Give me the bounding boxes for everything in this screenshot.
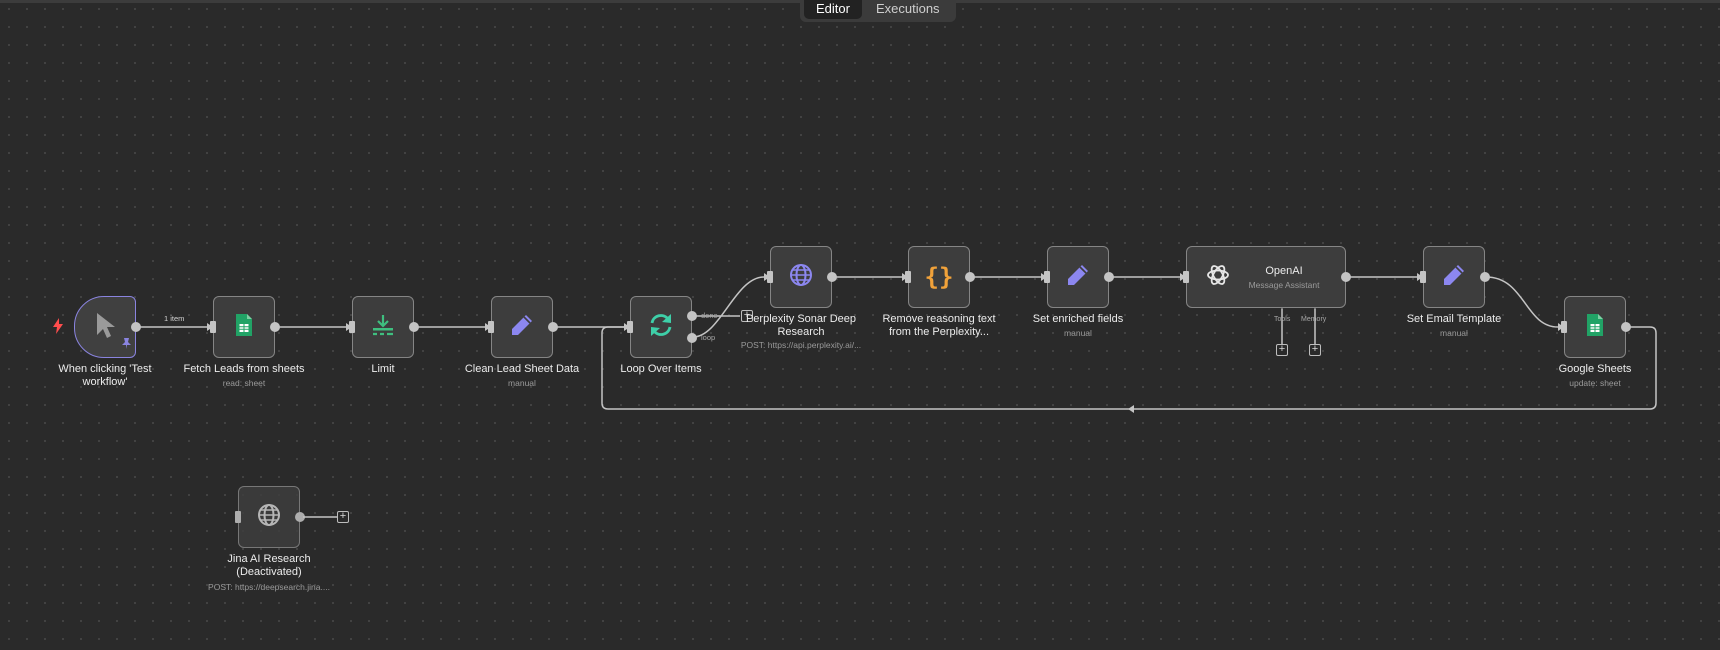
google-sheets-icon	[235, 313, 253, 342]
node-set-email-template[interactable]	[1420, 246, 1490, 308]
node-label-loop: Loop Over Items	[620, 363, 702, 375]
globe-icon	[256, 502, 282, 533]
perplexity-output-port[interactable]	[827, 272, 837, 282]
node-loop-over-items[interactable]	[627, 296, 697, 358]
tab-executions[interactable]: Executions	[875, 1, 940, 16]
node-sub-gsheets: update: sheet	[1569, 378, 1621, 388]
jina-input-port[interactable]	[235, 511, 241, 523]
loop-loop-port[interactable]	[687, 333, 697, 343]
bolt-icon	[52, 318, 64, 339]
template-input-port[interactable]	[1420, 271, 1426, 283]
pencil-icon	[1441, 262, 1467, 293]
node-clean-lead-data[interactable]	[488, 296, 558, 358]
pin-icon	[122, 336, 131, 354]
add-tool-button[interactable]: +	[1276, 344, 1288, 356]
openai-sub: Message Assistant	[1248, 280, 1320, 290]
edge-label-items: 1 item	[164, 314, 185, 323]
trigger-output-port[interactable]	[131, 322, 141, 332]
perplexity-input-port[interactable]	[767, 271, 773, 283]
openai-memory-label: Memory	[1301, 316, 1327, 323]
node-label-remove: Remove reasoning text from the Perplexit…	[882, 313, 996, 338]
openai-tools-label: Tools	[1274, 316, 1291, 323]
add-memory-button[interactable]: +	[1309, 344, 1321, 356]
node-openai-assistant[interactable]: OpenAI Message Assistant	[1183, 246, 1351, 308]
node-sub-perplexity: POST: https://api.perplexity.ai/...	[740, 340, 862, 350]
node-label-template: Set Email Template	[1406, 313, 1502, 325]
node-limit[interactable]	[349, 296, 419, 358]
node-manual-trigger[interactable]	[74, 296, 141, 358]
add-after-jina-button[interactable]: +	[337, 511, 349, 523]
limit-input-port[interactable]	[349, 321, 355, 333]
node-remove-reasoning[interactable]: {}	[905, 246, 975, 308]
view-tabs: Editor Executions	[800, 0, 956, 22]
node-sub-jina: POST: https://deepsearch.jina....	[208, 582, 330, 592]
template-output-port[interactable]	[1480, 272, 1490, 282]
remove-output-port[interactable]	[965, 272, 975, 282]
tab-editor[interactable]: Editor	[804, 0, 862, 19]
clean-input-port[interactable]	[488, 321, 494, 333]
pencil-icon	[509, 312, 535, 343]
limit-icon	[369, 313, 397, 342]
limit-output-port[interactable]	[409, 322, 419, 332]
loop-icon	[647, 311, 675, 344]
edge-template-gsheets	[1485, 276, 1559, 328]
clean-output-port[interactable]	[548, 322, 558, 332]
gsheets-input-port[interactable]	[1561, 321, 1567, 333]
node-jina-research[interactable]	[235, 486, 305, 548]
loop-input-port[interactable]	[627, 321, 633, 333]
node-sub-enriched: manual	[1064, 328, 1092, 338]
code-braces-icon: {}	[924, 263, 954, 291]
openai-icon	[1205, 262, 1231, 293]
pencil-icon	[1065, 262, 1091, 293]
openai-input-port[interactable]	[1183, 271, 1189, 283]
node-label-trigger: When clicking 'Test workflow'	[58, 363, 152, 388]
cursor-icon	[94, 311, 116, 344]
node-sub-fetch: read: sheet	[222, 378, 266, 388]
edge-loop-perplexity	[692, 276, 765, 338]
loop-loop-label: loop	[701, 333, 716, 342]
node-fetch-leads[interactable]	[210, 296, 280, 358]
node-label-limit: Limit	[371, 363, 395, 375]
loop-done-port[interactable]	[687, 311, 697, 321]
add-after-done-button[interactable]: +	[741, 310, 753, 322]
openai-title: OpenAI	[1265, 265, 1303, 277]
node-label-gsheets: Google Sheets	[1558, 363, 1632, 375]
remove-input-port[interactable]	[905, 271, 911, 283]
node-set-enriched-fields[interactable]	[1044, 246, 1114, 308]
node-label-fetch: Fetch Leads from sheets	[183, 363, 305, 375]
enriched-output-port[interactable]	[1104, 272, 1114, 282]
globe-icon	[788, 262, 814, 293]
fetch-input-port[interactable]	[210, 321, 216, 333]
jina-output-port[interactable]	[295, 512, 305, 522]
enriched-input-port[interactable]	[1044, 271, 1050, 283]
node-google-sheets-update[interactable]	[1561, 296, 1631, 358]
node-perplexity-request[interactable]	[767, 246, 837, 308]
fetch-output-port[interactable]	[270, 322, 280, 332]
node-label-perplexity: Perplexity Sonar Deep Research	[745, 313, 857, 338]
node-sub-clean: manual	[508, 378, 536, 388]
node-label-jina: Jina AI Research (Deactivated)	[227, 553, 311, 578]
node-label-clean: Clean Lead Sheet Data	[464, 363, 580, 375]
google-sheets-icon	[1586, 313, 1604, 342]
loop-done-label: done	[701, 311, 718, 320]
openai-output-port[interactable]	[1341, 272, 1351, 282]
node-label-enriched: Set enriched fields	[1032, 313, 1124, 325]
gsheets-output-port[interactable]	[1621, 322, 1631, 332]
node-sub-template: manual	[1440, 328, 1468, 338]
